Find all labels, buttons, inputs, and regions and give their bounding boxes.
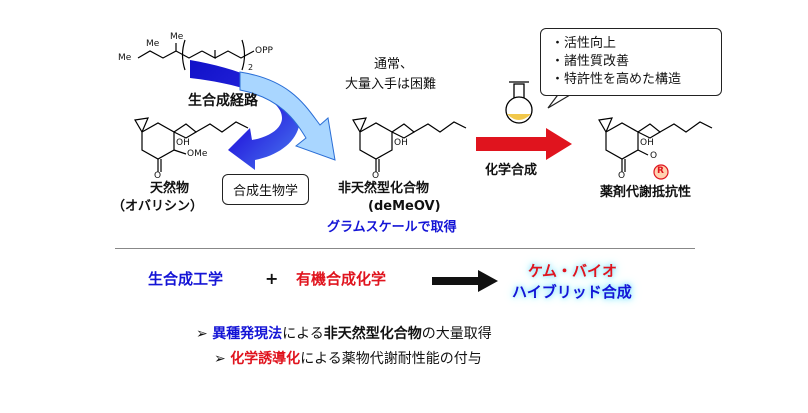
hard-to-obtain-line1: 通常、 bbox=[374, 57, 414, 72]
analog-o-substituent: O bbox=[650, 151, 658, 161]
biosynthesis-arrow bbox=[190, 60, 336, 170]
unnatural-compound-term: 非天然型化合物 bbox=[323, 326, 422, 342]
chemical-derivatization-term: 化学誘導化 bbox=[230, 351, 301, 367]
synthesis-scheme bbox=[134, 39, 713, 180]
bullet-arrow-2: ➢ bbox=[214, 351, 226, 367]
natural-product-oh: OH bbox=[176, 138, 190, 148]
drug-analog-structure bbox=[598, 117, 713, 172]
drug-metabolism-resistance-label: 薬剤代謝抵抗性 bbox=[600, 185, 692, 200]
hybrid-synthesis-label: ハイブリッド合成 bbox=[512, 283, 632, 301]
plus-sign: + bbox=[265, 269, 279, 288]
bullet1-connector: による bbox=[282, 326, 324, 342]
flask-icon bbox=[505, 81, 533, 124]
precursor-subscript: 2 bbox=[248, 63, 254, 72]
analog-o: O bbox=[618, 171, 626, 181]
unnatural-compound-code: (deMeOV) bbox=[368, 199, 441, 214]
synthetic-biology-text: 合成生物学 bbox=[233, 184, 299, 199]
chem-bio-label: ケム・バイオ bbox=[528, 262, 617, 280]
bullet-line-2: ➢ 化学誘導化による薬物代謝耐性能の付与 bbox=[214, 352, 482, 366]
unnatural-compound-structure bbox=[352, 117, 467, 172]
natural-product-ome: OMe bbox=[187, 149, 208, 159]
r-group-label: R bbox=[657, 166, 664, 176]
unnatural-oh: OH bbox=[394, 138, 408, 148]
biosynthesis-label: 生合成経路 bbox=[188, 93, 258, 109]
benefits-callout: ・活性向上 ・諸性質改善 ・特許性を高めた構造 bbox=[540, 28, 722, 96]
precursor-me-label-3: Me bbox=[170, 32, 184, 42]
unnatural-o: O bbox=[372, 171, 380, 181]
chemical-synthesis-label: 化学合成 bbox=[485, 163, 538, 178]
chem-synthesis-arrow bbox=[476, 128, 572, 160]
precursor-me-label-2: Me bbox=[118, 53, 132, 63]
precursor-opp-label: OPP bbox=[255, 46, 273, 56]
hard-to-obtain-line2: 大量入手は困難 bbox=[345, 77, 437, 92]
natural-product-name: （オバリシン） bbox=[112, 199, 204, 214]
natural-product-structure bbox=[134, 117, 249, 172]
synthetic-biology-callout: 合成生物学 bbox=[222, 174, 310, 205]
natural-product-o: O bbox=[154, 171, 162, 181]
gram-scale-label: グラムスケールで取得 bbox=[327, 220, 457, 235]
biosynthetic-engineering-term: 生合成工学 bbox=[148, 270, 224, 288]
r-group-circle bbox=[653, 164, 669, 180]
bullet1-tail: の大量取得 bbox=[421, 326, 492, 342]
bullet-arrow-1: ➢ bbox=[196, 326, 208, 342]
benefit-item-3: ・特許性を高めた構造 bbox=[551, 72, 682, 87]
result-arrow bbox=[432, 270, 498, 292]
benefit-item-1: ・活性向上 bbox=[551, 36, 617, 51]
precursor-me-label-1: Me bbox=[146, 39, 160, 49]
natural-product-label: 天然物 bbox=[150, 181, 190, 196]
benefits-callout-tail bbox=[547, 91, 576, 109]
unnatural-compound-label: 非天然型化合物 bbox=[338, 181, 430, 196]
benefit-item-2: ・諸性質改善 bbox=[551, 54, 630, 69]
bullet2-tail: による薬物代謝耐性能の付与 bbox=[300, 351, 482, 367]
heterologous-expression-term: 異種発現法 bbox=[212, 326, 283, 342]
organic-chemistry-term: 有機合成化学 bbox=[296, 270, 387, 288]
bullet-line-1: ➢ 異種発現法による非天然型化合物の大量取得 bbox=[196, 327, 492, 341]
precursor-structure bbox=[137, 39, 255, 71]
analog-oh: OH bbox=[640, 138, 654, 148]
section-divider bbox=[115, 248, 695, 249]
